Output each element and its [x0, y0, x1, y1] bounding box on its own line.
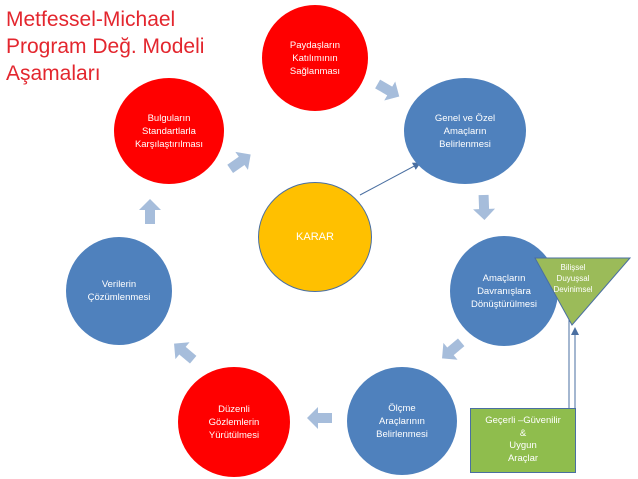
cycle-arrow-6 — [139, 199, 161, 224]
domains-triangle — [534, 257, 632, 326]
diagram-title: Metfessel-Michael Program Değ. Modeli Aş… — [6, 6, 204, 87]
node-paydaslar-label: Paydaşların Katılımının Sağlanması — [289, 39, 341, 77]
tools-box: Geçerli –Güvenilir & Uygun Araçlar — [470, 408, 576, 473]
node-amaclar: Genel ve Özel Amaçların Belirlenmesi — [404, 78, 526, 184]
node-olcme-label: Ölçme Araçlarının Belirlenmesi — [376, 402, 428, 440]
node-davranis-label: Amaçların Davranışlara Dönüştürülmesi — [471, 272, 537, 310]
title-line-2: Program Değ. Modeli — [6, 35, 205, 58]
node-karar: KARAR — [258, 182, 372, 292]
node-bulgular-label: Bulguların Standartlarla Karşılaştırılma… — [134, 112, 204, 150]
cycle-arrow-1 — [375, 79, 400, 101]
title-line-3: Aşamaları — [6, 62, 101, 85]
cycle-arrow-2 — [473, 194, 496, 220]
node-amaclar-label: Genel ve Özel Amaçların Belirlenmesi — [434, 112, 496, 150]
triangle-label: Bilişsel Duyuşsal Devinimsel — [553, 263, 593, 294]
cycle-arrow-7 — [227, 151, 251, 173]
node-olcme: Ölçme Araçlarının Belirlenmesi — [347, 367, 457, 475]
node-verilerin-label: Verilerin Çözümlenmesi — [87, 279, 151, 303]
cycle-arrow-3 — [442, 338, 465, 360]
karar-link-line — [359, 162, 421, 196]
node-karar-label: KARAR — [296, 230, 334, 243]
node-gozlem: Düzenli Gözlemlerin Yürütülmesi — [178, 367, 290, 477]
title-line-1: Metfessel-Michael — [6, 8, 176, 31]
node-davranis: Amaçların Davranışlara Dönüştürülmesi — [450, 236, 558, 346]
cycle-arrow-5 — [174, 342, 197, 364]
node-verilerin: Verilerin Çözümlenmesi — [66, 237, 172, 345]
cycle-arrow-4 — [307, 407, 332, 429]
node-bulgular: Bulguların Standartlarla Karşılaştırılma… — [114, 78, 224, 184]
node-paydaslar: Paydaşların Katılımının Sağlanması — [262, 5, 368, 111]
node-gozlem-label: Düzenli Gözlemlerin Yürütülmesi — [208, 403, 260, 441]
